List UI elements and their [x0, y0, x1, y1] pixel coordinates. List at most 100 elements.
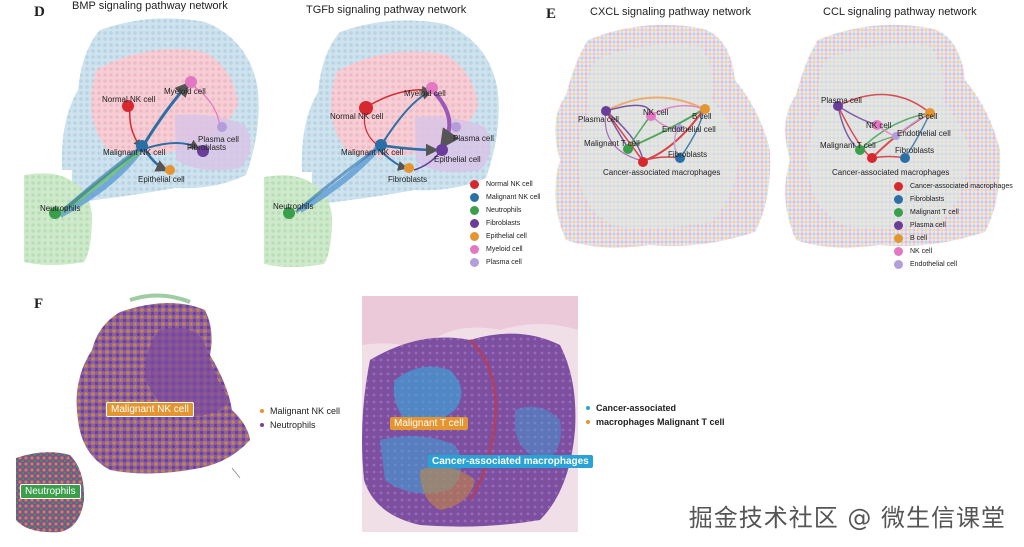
legend-swatch	[470, 232, 479, 241]
legend-label: Malignant T cell	[910, 209, 959, 216]
bmp-node-neutrophils	[49, 207, 61, 219]
f-tag-cam: Cancer-associated macrophages	[428, 455, 593, 468]
legend-label: Plasma cell	[486, 259, 522, 266]
legend-swatch	[470, 219, 479, 228]
tgfb-label-plasma: Plasma cell	[453, 134, 494, 143]
legend-item: Malignant NK cell	[470, 191, 540, 204]
bmp-label-normal-nk: Normal NK cell	[102, 95, 156, 104]
legend-item: Plasma cell	[470, 256, 540, 269]
cxcl-node-nk	[646, 111, 656, 121]
bmp-label-neutrophils: Neutrophils	[40, 204, 80, 213]
tgfb-node-epithelial	[436, 144, 448, 156]
legend-swatch	[894, 260, 903, 269]
legend-item: Endothelial cell	[894, 258, 1013, 271]
ccl-label-fibroblasts: Fibroblasts	[895, 146, 934, 155]
legend-swatch	[586, 420, 590, 424]
e-legend: Cancer-associated macrophages Fibroblast…	[894, 180, 1013, 271]
legend-label: Malignant NK cell	[486, 194, 541, 201]
cxcl-node-malignant-t	[623, 144, 633, 154]
tgfb-node-normal-nk	[359, 101, 373, 115]
ccl-node-fibroblasts	[900, 153, 910, 163]
bmp-label-myeloid: Myeloid cell	[164, 87, 206, 96]
legend-label: Plasma cell	[910, 222, 946, 229]
legend-swatch	[894, 234, 903, 243]
legend-label: Neutrophils	[270, 420, 316, 430]
bmp-node-myeloid	[185, 76, 197, 88]
legend-swatch	[894, 247, 903, 256]
legend-label: Malignant NK cell	[270, 406, 341, 416]
legend-item: Cancer-associated	[586, 401, 725, 415]
d-legend: Normal NK cell Malignant NK cell Neutrop…	[470, 178, 540, 269]
legend-item: Epithelial cell	[470, 230, 540, 243]
legend-swatch	[586, 406, 590, 410]
cxcl-node-endothelial	[675, 124, 683, 132]
cxcl-node-fibroblasts	[675, 153, 685, 163]
bmp-label-plasma: Plasma cell	[198, 135, 239, 144]
cxcl-label-endothelial: Endothelial cell	[662, 125, 716, 134]
bmp-node-fibroblasts	[197, 145, 209, 157]
legend-label: Cancer-associated	[596, 403, 677, 413]
tgfb-label-malignant-nk: Malignant NK cell	[341, 148, 403, 157]
legend-item: Normal NK cell	[470, 178, 540, 191]
bmp-label-epithelial: Epithelial cell	[138, 175, 185, 184]
legend-item: Fibroblasts	[894, 193, 1013, 206]
cxcl-node-cam	[638, 157, 648, 167]
tgfb-node-myeloid	[426, 82, 438, 94]
ccl-node-b	[925, 108, 935, 118]
tgfb-label-neutrophils: Neutrophils	[273, 202, 313, 211]
ccl-network-nodes: Plasma cell NK cell B cell Endothelial c…	[820, 96, 951, 177]
legend-label: Cancer-associated macrophages	[910, 183, 1013, 190]
legend-swatch	[260, 409, 264, 413]
watermark: 掘金技术社区 @ 微生信课堂	[688, 504, 1006, 532]
bmp-node-malignant-nk	[136, 140, 148, 152]
legend-swatch	[470, 193, 479, 202]
ccl-network-title: CCL signaling pathway network	[823, 6, 977, 18]
legend-swatch	[894, 208, 903, 217]
bmp-node-plasma	[217, 122, 227, 132]
f-tag-neutrophils: Neutrophils	[20, 484, 81, 499]
ccl-node-plasma	[833, 101, 843, 111]
cxcl-node-plasma	[601, 106, 611, 116]
ccl-label-b: B cell	[918, 112, 938, 121]
panel-label-e: E	[546, 6, 557, 22]
ccl-node-malignant-t	[855, 145, 865, 155]
legend-label: Endothelial cell	[910, 261, 958, 268]
legend-item: Malignant NK cell	[260, 404, 340, 418]
ccl-node-nk	[872, 120, 882, 130]
legend-item: NK cell	[894, 245, 1013, 258]
tgfb-node-fibroblasts	[404, 163, 414, 173]
ccl-label-cam: Cancer-associated macrophages	[832, 168, 949, 177]
tgfb-node-plasma	[451, 122, 461, 132]
f-right-tissue	[362, 296, 578, 532]
tgfb-label-fibroblasts: Fibroblasts	[388, 175, 427, 184]
cxcl-label-nk: NK cell	[643, 108, 669, 117]
legend-label: B cell	[910, 235, 928, 242]
f-left-legend: Malignant NK cell Neutrophils	[260, 404, 340, 432]
legend-label: Normal NK cell	[486, 181, 533, 188]
bmp-node-normal-nk	[122, 100, 134, 112]
cxcl-node-b	[700, 104, 710, 114]
f-left-tissue	[16, 293, 250, 533]
tgfb-label-normal-nk: Normal NK cell	[330, 112, 384, 121]
legend-swatch	[894, 182, 903, 191]
cxcl-label-malignant-t: Malignant T cell	[584, 139, 640, 148]
f-tag-malignant-nk: Malignant NK cell	[106, 402, 194, 417]
legend-item: Myeloid cell	[470, 243, 540, 256]
legend-item: macrophages Malignant T cell	[586, 415, 725, 429]
tgfb-node-malignant-nk	[375, 139, 387, 151]
ccl-label-plasma: Plasma cell	[821, 96, 862, 105]
tgfb-network-nodes: Myeloid cell Normal NK cell Plasma cell …	[273, 82, 494, 219]
bmp-spatial-map	[24, 18, 259, 265]
legend-label: macrophages Malignant T cell	[596, 417, 725, 427]
bmp-label-malignant-nk: Malignant NK cell	[103, 148, 165, 157]
legend-item: Plasma cell	[894, 219, 1013, 232]
legend-item: Fibroblasts	[470, 217, 540, 230]
cxcl-label-fibroblasts: Fibroblasts	[668, 150, 707, 159]
ccl-node-endothelial	[892, 132, 900, 140]
tgfb-label-myeloid: Myeloid cell	[404, 89, 446, 98]
legend-item: Neutrophils	[260, 418, 340, 432]
legend-label: Epithelial cell	[486, 233, 527, 240]
panel-label-d: D	[34, 4, 45, 20]
bmp-label-fibroblasts: Fibroblasts	[187, 143, 226, 152]
